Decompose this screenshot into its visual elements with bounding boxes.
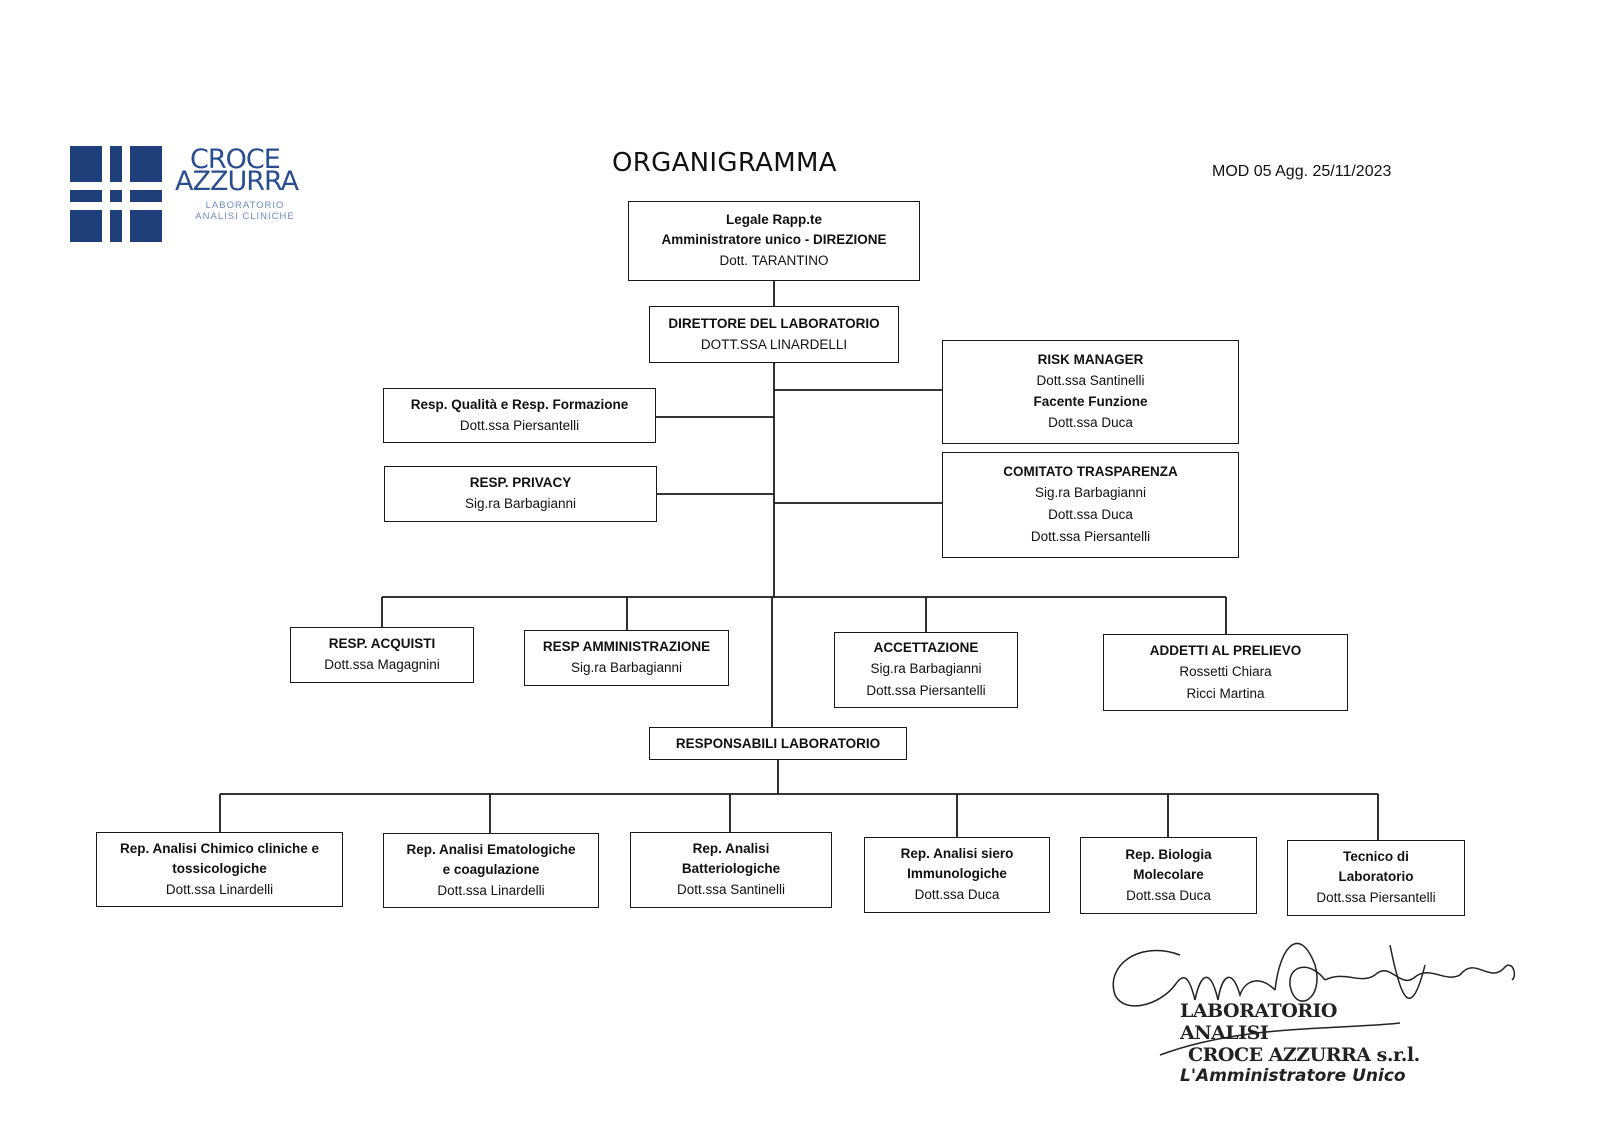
logo-word-croce: CROCE: [190, 144, 281, 175]
logo-subtitle-analisi: ANALISI CLINICHE: [195, 211, 295, 222]
node-person: Dott.ssa Linardelli: [165, 881, 274, 897]
node-role: Rep. Analisi siero: [900, 846, 1014, 861]
node-role: Molecolare: [1133, 866, 1204, 882]
node-person: Dott.ssa Santinelli: [1036, 373, 1145, 388]
stamp-line-role: L'Amministratore Unico: [1180, 1066, 1406, 1086]
stamp-line-laboratorio: LABORATORIO ANALISI: [1180, 1000, 1337, 1044]
node-person: Dott.ssa Piersantelli: [866, 683, 986, 698]
node-direttore-laboratorio: DIRETTORE DEL LABORATORIO DOTT.SSA LINAR…: [649, 306, 899, 363]
node-role: Rep. Biologia: [1125, 846, 1212, 862]
node-role: e coagulazione: [442, 861, 540, 877]
node-person: Dott.ssa Duca: [1048, 415, 1133, 430]
node-role: DIRETTORE DEL LABORATORIO: [668, 315, 880, 331]
node-role: RISK MANAGER: [1037, 352, 1144, 367]
node-role: Amministratore unico - DIREZIONE: [661, 232, 887, 247]
node-role: Rep. Analisi Ematologiche: [406, 841, 576, 857]
node-person: DOTT.SSA LINARDELLI: [700, 336, 848, 352]
node-risk-manager: RISK MANAGER Dott.ssa Santinelli Facente…: [942, 340, 1239, 444]
node-person: Rossetti Chiara: [1179, 663, 1272, 679]
logo-word-azzurra: AZZURRA: [175, 166, 299, 197]
node-role: Legale Rapp.te: [725, 212, 823, 227]
node-role: RESP. ACQUISTI: [328, 636, 436, 651]
node-role: RESPONSABILI LABORATORIO: [675, 735, 881, 751]
page-title: ORGANIGRAMMA: [612, 148, 837, 178]
document-reference: MOD 05 Agg. 25/11/2023: [1212, 163, 1392, 180]
node-role: tossicologiche: [172, 860, 267, 876]
node-addetti-prelievo: ADDETTI AL PRELIEVO Rossetti Chiara Ricc…: [1103, 634, 1348, 711]
node-person: Dott.ssa Duca: [1048, 507, 1133, 522]
node-role: Resp. Qualità e Resp. Formazione: [410, 396, 629, 412]
node-person: Dott.ssa Magagnini: [324, 657, 440, 672]
node-role: Batteriologiche: [681, 861, 781, 876]
node-rep-batteriologiche: Rep. Analisi Batteriologiche Dott.ssa Sa…: [630, 832, 832, 908]
node-tecnico-laboratorio: Tecnico di Laboratorio Dott.ssa Piersant…: [1287, 840, 1465, 916]
node-rep-ematologiche: Rep. Analisi Ematologiche e coagulazione…: [383, 833, 599, 908]
node-person: Sig.ra Barbagianni: [464, 496, 577, 511]
node-responsabili-laboratorio: RESPONSABILI LABORATORIO: [649, 727, 907, 760]
node-role: ADDETTI AL PRELIEVO: [1149, 642, 1302, 658]
company-stamp: LABORATORIO ANALISI CROCE AZZURRA s.r.l.…: [1170, 1000, 1430, 1086]
node-resp-qualita: Resp. Qualità e Resp. Formazione Dott.ss…: [383, 388, 656, 443]
node-person: Dott.ssa Duca: [914, 887, 1000, 902]
logo-subtitle-laboratorio: LABORATORIO: [205, 200, 285, 211]
node-role: Rep. Analisi Chimico cliniche e: [119, 840, 320, 856]
node-rep-biologia-molecolare: Rep. Biologia Molecolare Dott.ssa Duca: [1080, 837, 1257, 914]
stamp-line-company: CROCE AZZURRA s.r.l.: [1188, 1044, 1420, 1066]
node-person: Sig.ra Barbagianni: [870, 661, 982, 676]
node-person: Dott.ssa Santinelli: [676, 882, 786, 897]
node-legale-rappresentante: Legale Rapp.te Amministratore unico - DI…: [628, 201, 920, 281]
node-person: Dott.ssa Piersantelli: [459, 417, 580, 433]
node-comitato-trasparenza: COMITATO TRASPARENZA Sig.ra Barbagianni …: [942, 452, 1239, 558]
node-person: Sig.ra Barbagianni: [570, 660, 683, 675]
node-role: Rep. Analisi: [692, 841, 770, 856]
node-rep-chimico-cliniche: Rep. Analisi Chimico cliniche e tossicol…: [96, 832, 343, 907]
node-person: Dott.ssa Piersantelli: [1030, 529, 1151, 544]
node-role: RESP. PRIVACY: [469, 475, 572, 490]
croce-azzurra-logo: CROCE AZZURRA LABORATORIO ANALISI CLINIC…: [70, 144, 310, 244]
cross-logo-icon: [70, 144, 165, 244]
node-role: Laboratorio: [1338, 869, 1414, 884]
node-resp-acquisti: RESP. ACQUISTI Dott.ssa Magagnini: [290, 627, 474, 683]
node-accettazione: ACCETTAZIONE Sig.ra Barbagianni Dott.ssa…: [834, 632, 1018, 708]
handwritten-signature: [1112, 942, 1516, 1056]
node-person: Dott. TARANTINO: [719, 253, 829, 268]
node-role: RESP AMMINISTRAZIONE: [542, 639, 711, 654]
node-person: Ricci Martina: [1186, 685, 1265, 701]
node-role: Tecnico di: [1343, 849, 1409, 864]
node-person: Dott.ssa Linardelli: [437, 882, 545, 898]
node-rep-siero-immunologiche: Rep. Analisi siero Immunologiche Dott.ss…: [864, 837, 1050, 913]
node-role: COMITATO TRASPARENZA: [1003, 464, 1178, 479]
node-person: Dott.ssa Piersantelli: [1316, 890, 1436, 905]
node-role: Facente Funzione: [1033, 394, 1148, 409]
node-person: Sig.ra Barbagianni: [1034, 485, 1147, 500]
node-resp-privacy: RESP. PRIVACY Sig.ra Barbagianni: [384, 466, 657, 522]
node-role: Immunologiche: [907, 866, 1007, 881]
node-role: ACCETTAZIONE: [873, 640, 979, 655]
node-person: Dott.ssa Duca: [1126, 887, 1211, 903]
node-resp-amministrazione: RESP AMMINISTRAZIONE Sig.ra Barbagianni: [524, 630, 729, 686]
